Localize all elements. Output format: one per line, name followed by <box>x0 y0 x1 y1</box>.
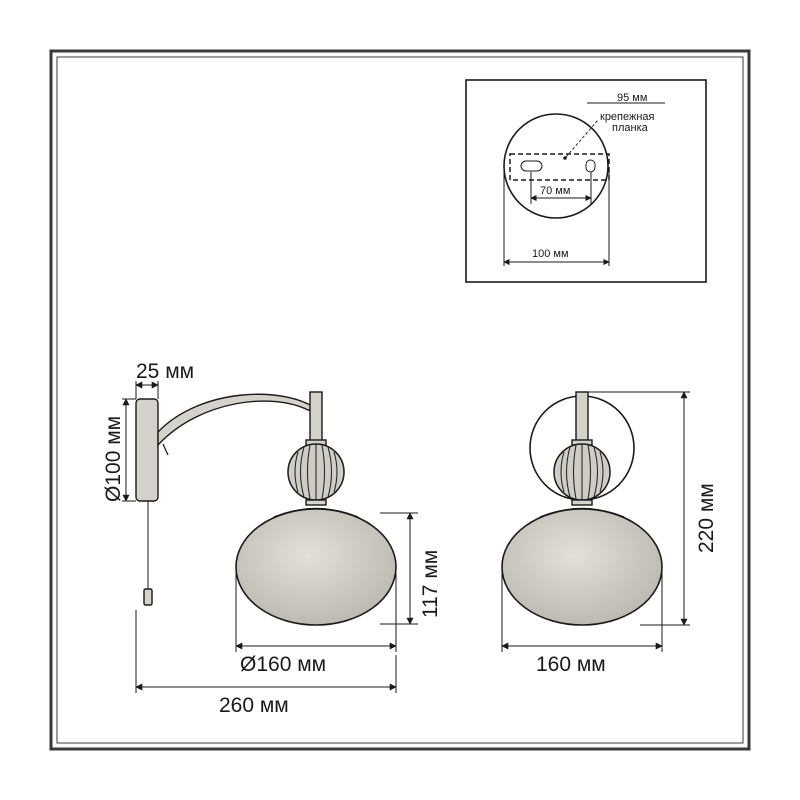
side-view: 25 мм Ø100 мм 117 мм Ø160 мм 260 мм <box>102 360 442 717</box>
arm-knuckle <box>162 443 169 456</box>
projection-label: 260 мм <box>219 694 289 717</box>
total-height-label: 220 мм <box>695 483 718 553</box>
side-stem <box>309 391 323 443</box>
plate-width-label: 95 мм <box>617 92 647 104</box>
plate-center-point <box>563 156 567 160</box>
side-glass-shade <box>235 508 397 626</box>
base-depth-label: 25 мм <box>136 360 194 383</box>
mounting-plate <box>509 153 610 181</box>
pull-cord-handle <box>143 588 153 606</box>
side-arm <box>157 393 321 447</box>
front-view: 220 мм 160 мм <box>501 391 718 676</box>
plate-label-line2: планка <box>612 122 649 134</box>
plate-label-line1: крепежная <box>600 111 655 123</box>
front-bead-ribs <box>560 444 604 500</box>
front-bead-bottom-collar <box>571 499 593 506</box>
base-height-label: Ø100 мм <box>102 416 125 502</box>
shade-diam-label: Ø160 мм <box>240 653 326 676</box>
mounting-detail-view: 95 мм крепежная планка 70 мм 100 мм <box>465 79 707 283</box>
drawing-frame <box>49 49 751 751</box>
base-circle <box>503 113 609 219</box>
hole-spacing-label: 70 мм <box>540 185 570 197</box>
side-wall-base <box>135 398 159 502</box>
front-glass-shade <box>501 508 663 626</box>
side-bead-bottom-collar <box>305 499 327 506</box>
front-stem <box>575 391 589 443</box>
plate-leader-line <box>565 119 599 158</box>
front-width-label: 160 мм <box>536 653 606 676</box>
detail-box <box>465 79 707 283</box>
side-bead-ribs <box>294 444 338 500</box>
slot-hole-left <box>520 160 543 172</box>
shade-height-label: 117 мм <box>419 550 442 618</box>
base-diam-label: 100 мм <box>532 248 569 260</box>
